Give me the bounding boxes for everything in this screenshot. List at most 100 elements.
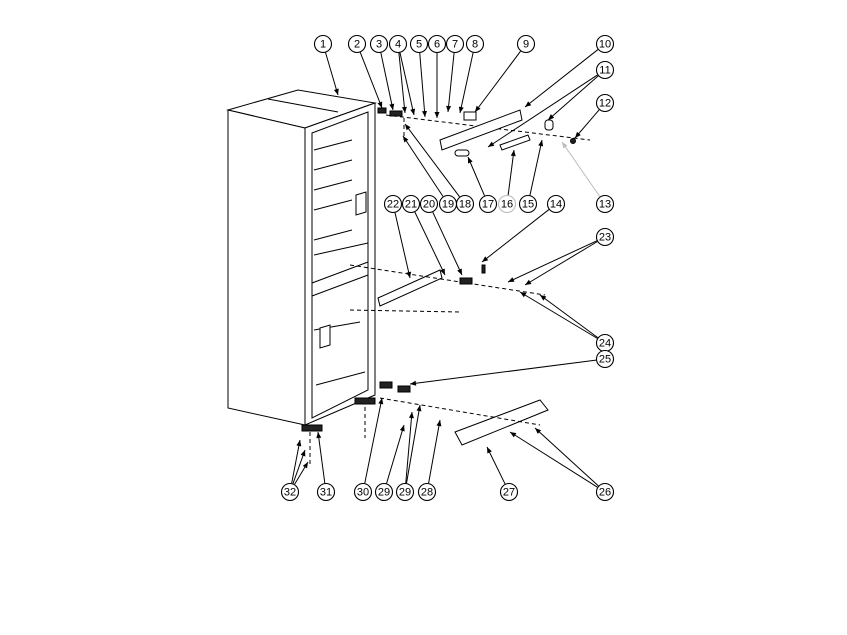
arrowhead — [408, 412, 414, 419]
arrowhead — [416, 405, 422, 412]
arrowhead — [575, 131, 581, 138]
callout-9: 9 — [516, 34, 536, 54]
arrowhead — [535, 428, 542, 434]
arrowhead — [468, 157, 473, 164]
arrowhead — [510, 150, 516, 157]
arrowhead — [540, 295, 547, 301]
callout-26: 26 — [595, 482, 615, 502]
callout-17: 17 — [478, 194, 498, 214]
arrowhead — [401, 106, 407, 113]
arrowhead — [538, 140, 544, 147]
leader-line — [399, 52, 415, 116]
arrowhead — [403, 136, 409, 143]
arrowhead — [378, 398, 384, 405]
callout-28: 28 — [417, 482, 437, 502]
callout-15: 15 — [518, 194, 538, 214]
leader-line — [406, 404, 421, 484]
callout-number: 10 — [599, 39, 611, 51]
callout-32: 32 — [280, 482, 300, 502]
callout-number: 25 — [599, 354, 611, 366]
leader-line — [509, 431, 598, 488]
leader-line — [459, 52, 474, 114]
callout-number: 30 — [357, 487, 369, 499]
arrowhead — [410, 108, 416, 115]
callout-number: 26 — [599, 487, 611, 499]
arrowhead — [520, 292, 527, 298]
leader-line — [359, 52, 383, 109]
arrowhead — [436, 420, 442, 427]
arrowhead — [300, 450, 306, 457]
leader-line — [428, 419, 441, 484]
leader-line — [534, 427, 599, 487]
arrowhead — [475, 105, 481, 112]
callout-8: 8 — [465, 34, 485, 54]
leader-line — [524, 49, 599, 108]
top-hinge-and-trim — [377, 107, 591, 157]
callout-number: 19 — [442, 199, 454, 211]
callout-2: 2 — [347, 34, 367, 54]
callout-number: 4 — [395, 39, 401, 51]
callout-21: 21 — [401, 194, 421, 214]
callout-20: 20 — [419, 194, 439, 214]
arrowhead — [488, 141, 495, 147]
arrowhead — [548, 114, 555, 120]
arrowhead — [333, 88, 339, 95]
arrowhead — [457, 268, 462, 275]
callout-10: 10 — [595, 34, 615, 54]
leader-line — [398, 52, 406, 114]
arrowhead — [562, 142, 568, 149]
leader-line — [394, 212, 411, 279]
arrowhead — [510, 432, 517, 438]
leader-line — [432, 211, 463, 276]
arrowhead — [405, 124, 411, 131]
leader-line — [487, 74, 598, 148]
callout-13: 13 — [595, 194, 615, 214]
leader-line — [325, 52, 339, 96]
refrigerator-cabinet — [226, 89, 377, 426]
callout-number: 16 — [501, 199, 513, 211]
arrowhead — [440, 268, 445, 275]
callout-number: 8 — [472, 39, 478, 51]
leader-line — [547, 75, 599, 121]
arrowhead — [389, 103, 395, 110]
callout-31: 31 — [316, 482, 336, 502]
leader-line — [419, 52, 426, 118]
callout-19: 19 — [438, 194, 458, 214]
callout-3: 3 — [369, 34, 389, 54]
callout-number: 14 — [550, 199, 562, 211]
arrowhead — [316, 432, 322, 439]
callout-number: 9 — [523, 39, 529, 51]
leader-line — [447, 52, 455, 113]
arrowhead — [458, 106, 464, 113]
callout-number: 21 — [405, 199, 417, 211]
callout-29: 29 — [374, 482, 394, 502]
callout-1: 1 — [313, 34, 333, 54]
callout-number: 23 — [599, 232, 611, 244]
leader-line — [486, 446, 506, 485]
arrowhead — [487, 447, 492, 454]
leader-line — [507, 240, 598, 283]
leader-line — [574, 109, 600, 139]
leader-lines — [291, 49, 601, 488]
arrowhead — [434, 112, 440, 118]
callout-6: 6 — [427, 34, 447, 54]
callout-number: 20 — [423, 199, 435, 211]
callout-11: 11 — [595, 60, 615, 80]
callout-number: 31 — [320, 487, 332, 499]
leader-line — [386, 424, 405, 484]
arrowhead — [296, 440, 302, 447]
leader-line — [317, 431, 326, 484]
arrowhead — [525, 101, 532, 107]
arrowhead — [422, 110, 428, 117]
leader-line — [404, 123, 461, 198]
callout-number: 5 — [416, 39, 422, 51]
leader-line — [519, 291, 598, 339]
shelves — [311, 139, 369, 386]
arrowhead — [525, 279, 532, 285]
arrowhead — [482, 256, 489, 262]
arrowhead — [302, 462, 308, 469]
middle-hinge-rail — [349, 264, 546, 313]
callout-29: 29 — [395, 482, 415, 502]
arrowhead — [410, 380, 417, 386]
